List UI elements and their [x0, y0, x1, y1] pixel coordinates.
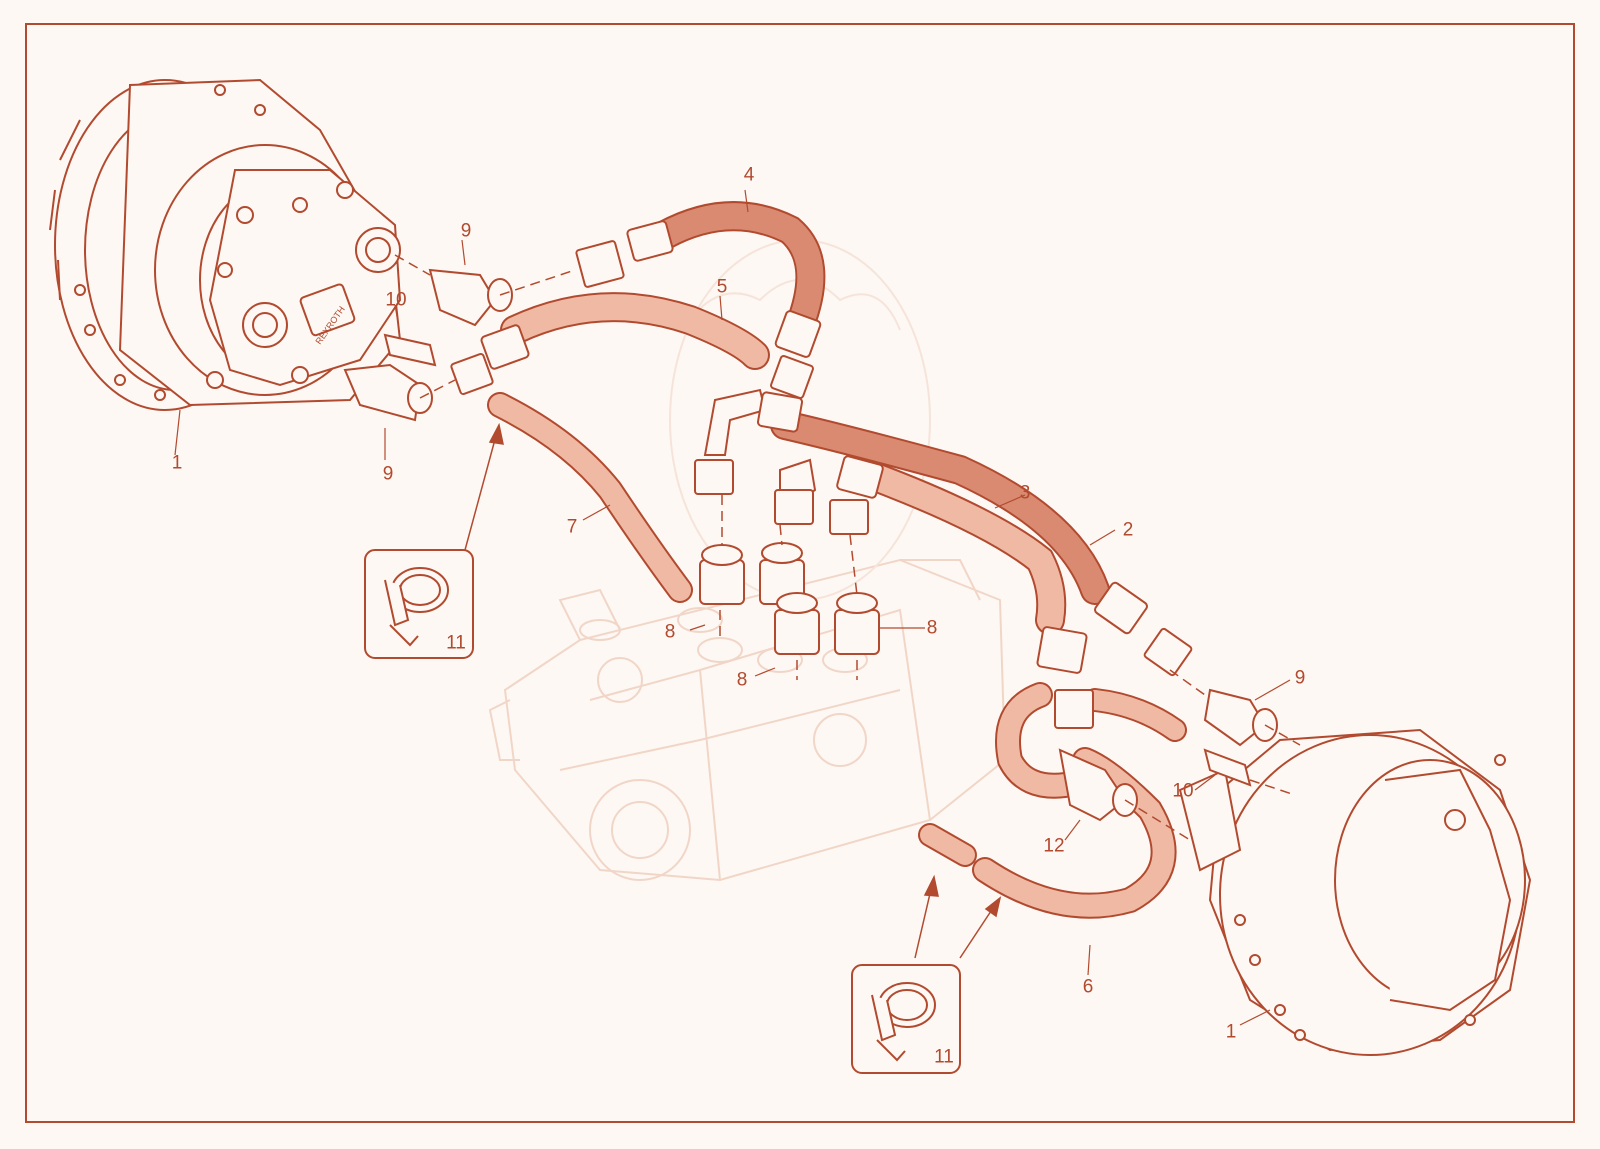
hose-clip-icon — [384, 567, 449, 647]
callout-3: 3 — [1019, 482, 1031, 504]
pump-assembly-ghost — [488, 239, 1007, 882]
callout-11a: 11 — [446, 632, 466, 654]
callout-1-right: 1 — [1225, 1021, 1237, 1043]
callout-12: 12 — [1043, 835, 1065, 857]
hose-clip-box-right — [851, 964, 961, 1074]
alignment-dashes — [394, 254, 1301, 841]
callout-9b: 9 — [382, 463, 394, 485]
callout-1-left: 1 — [171, 452, 183, 474]
callout-9a: 9 — [460, 220, 472, 242]
clip-arrows — [464, 422, 1002, 959]
callout-10b: 10 — [1172, 780, 1194, 802]
callout-10a: 10 — [385, 289, 407, 311]
callout-7: 7 — [566, 516, 578, 538]
right-drive-motor — [1178, 728, 1532, 1056]
hose-clip-box-left — [364, 549, 474, 659]
callout-4: 4 — [743, 164, 755, 186]
callout-2: 2 — [1122, 519, 1134, 541]
fittings — [343, 220, 1278, 822]
left-drive-motor — [49, 78, 402, 411]
leader-lines — [174, 189, 1291, 1026]
callout-8b: 8 — [926, 617, 938, 639]
diagram-frame — [25, 23, 1575, 1123]
callout-11b: 11 — [934, 1046, 954, 1068]
callout-9c: 9 — [1294, 667, 1306, 689]
callout-8a: 8 — [664, 621, 676, 643]
callout-8c: 8 — [736, 669, 748, 691]
callout-5: 5 — [716, 276, 728, 298]
callout-6: 6 — [1082, 976, 1094, 998]
hose-clip-icon — [871, 982, 936, 1062]
